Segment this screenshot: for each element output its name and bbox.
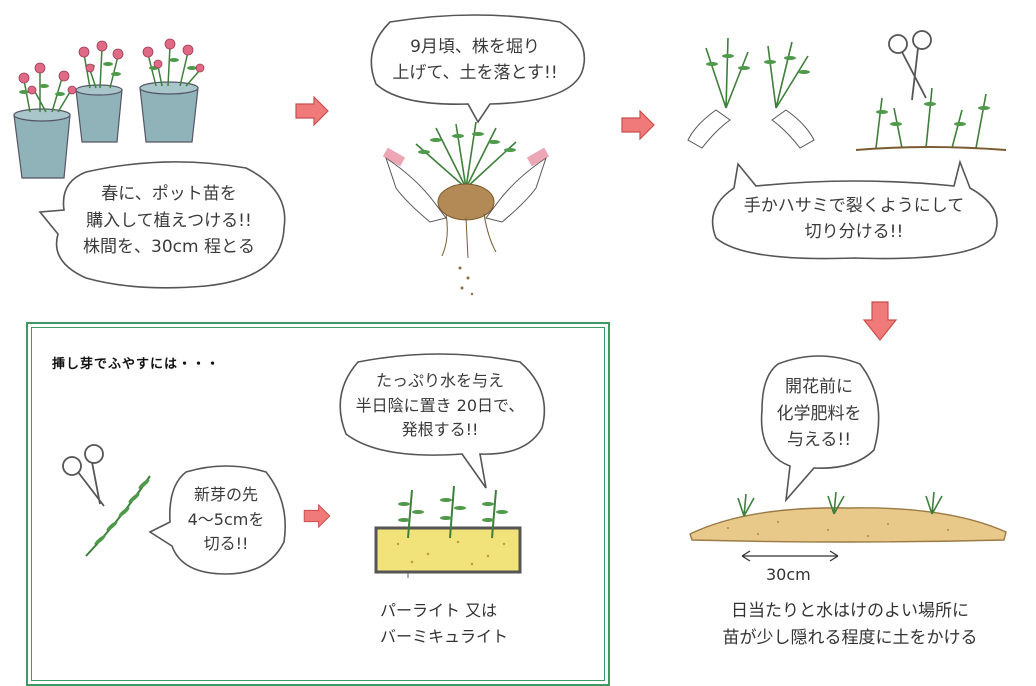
cut-line-2: 4～5cmを <box>187 509 265 529</box>
planting-caption-line-1: 日当たりと水はけのよい場所に <box>731 601 969 621</box>
cut-line-1: 新芽の先 <box>193 484 258 504</box>
planting-caption: 日当たりと水はけのよい場所に 苗が少し隠れる程度に土をかける <box>690 598 1010 652</box>
down-arrow-icon <box>862 300 898 342</box>
step3-speech-bubble: 手かハサミで裂くようにして 切り分ける!! <box>704 159 1004 260</box>
step1-line-2: 購入して植えつける!! <box>86 210 252 231</box>
growing-medium-label: パーライト 又は バーミキュライト <box>380 598 508 649</box>
cutting-illustration <box>60 440 160 570</box>
step4-line-2: 化学肥料を <box>776 403 862 424</box>
medium-line-1: パーライト 又は <box>380 601 498 620</box>
planting-bed-illustration <box>688 484 1008 550</box>
water-line-3: 発根する!! <box>401 420 479 440</box>
step3-line-2: 切り分ける!! <box>804 222 904 242</box>
step2-line-2: 上げて、土を落とす!! <box>392 63 558 83</box>
step1-speech-bubble: 春に、ポット苗を 購入して植えつける!! 株間を、30cm 程とる <box>38 150 292 292</box>
water-line-1: たっぷり水を与え <box>375 370 504 390</box>
step2-line-1: 9月頃、株を堀り <box>410 36 540 57</box>
water-line-2: 半日陰に置き 20日で、 <box>355 395 525 415</box>
step4-line-3: 与える!! <box>786 430 852 451</box>
right-arrow-icon <box>620 110 656 140</box>
step1-line-1: 春に、ポット苗を <box>101 184 237 205</box>
step4-speech-bubble: 開花前に 化学肥料を 与える!! <box>754 350 884 503</box>
dividing-plants-illustration <box>676 28 1016 178</box>
step3-line-1: 手かハサミで裂くようにして <box>743 195 965 216</box>
step4-line-1: 開花前に <box>785 377 853 398</box>
cutting-tray-illustration <box>368 484 528 578</box>
spacing-dimension-arrow <box>740 548 840 562</box>
cut-line-3: 切る!! <box>203 534 249 554</box>
right-arrow-icon <box>294 96 330 126</box>
cuttings-heading: 挿し芽でふやすには・・・ <box>52 357 221 372</box>
watering-speech-bubble: たっぷり水を与え 半日陰に置き 20日で、 発根する!! <box>330 350 550 489</box>
spacing-label: 30cm <box>766 565 811 584</box>
step1-line-3: 株間を、30cm 程とる <box>83 237 255 258</box>
dug-up-plant-illustration <box>376 118 556 298</box>
right-arrow-icon <box>302 504 332 528</box>
step2-speech-bubble: 9月頃、株を堀り 上げて、土を落とす!! <box>360 10 590 124</box>
cut-tip-speech-bubble: 新芽の先 4～5cmを 切る!! <box>148 462 292 578</box>
planting-caption-line-2: 苗が少し隠れる程度に土をかける <box>722 628 978 649</box>
medium-line-2: バーミキュライト <box>380 626 509 646</box>
potted-seedlings-illustration <box>10 30 220 180</box>
